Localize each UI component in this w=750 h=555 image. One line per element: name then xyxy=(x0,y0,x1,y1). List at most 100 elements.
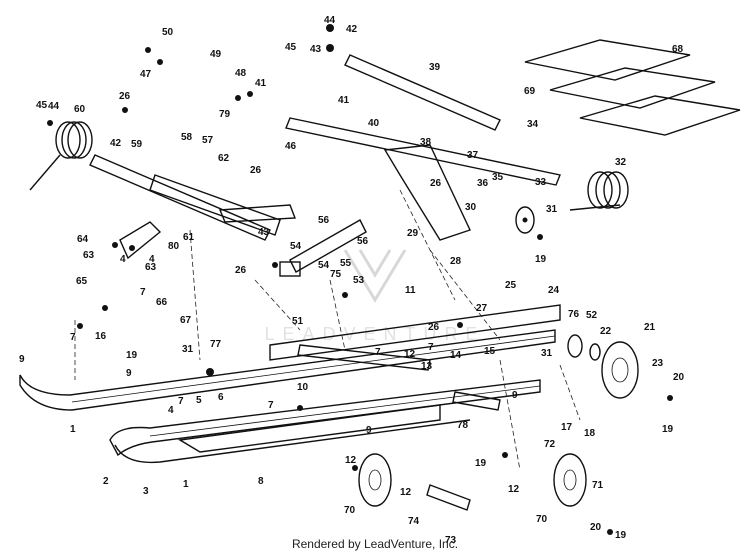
callout: 71 xyxy=(592,480,604,491)
callout: 52 xyxy=(586,310,598,321)
callout: 22 xyxy=(600,326,612,337)
shock-absorber xyxy=(279,219,367,277)
callout: 1 xyxy=(70,424,76,435)
callout: 20 xyxy=(590,522,602,533)
wheel-lower-left xyxy=(358,453,392,507)
callout: 78 xyxy=(457,420,469,431)
callout: 31 xyxy=(182,344,194,355)
callout: 7 xyxy=(70,332,76,343)
footer-credit: Rendered by LeadVenture, Inc. xyxy=(291,537,459,551)
callout: 45 xyxy=(36,100,48,111)
callout: 72 xyxy=(544,439,556,450)
callout: 74 xyxy=(408,516,420,527)
callout: 53 xyxy=(353,275,365,286)
callout: 69 xyxy=(524,86,536,97)
callout: 38 xyxy=(420,137,432,148)
callout: 67 xyxy=(180,315,192,326)
callout: 7 xyxy=(428,342,434,353)
callout: 33 xyxy=(535,177,547,188)
callout: 35 xyxy=(492,172,504,183)
callout: 66 xyxy=(156,297,168,308)
assembly-lines xyxy=(74,189,581,471)
callout: 9 xyxy=(126,368,132,379)
callout: 21 xyxy=(644,322,656,333)
callout: 47 xyxy=(140,69,152,80)
callout: 9 xyxy=(512,390,518,401)
callout: 77 xyxy=(210,339,222,350)
callout: 44 xyxy=(324,15,336,26)
callout: 40 xyxy=(368,118,380,129)
callout: 56 xyxy=(357,236,369,247)
right-torsion-spring xyxy=(569,171,629,211)
callout: 31 xyxy=(541,348,553,359)
callout: 34 xyxy=(527,119,539,130)
limiter-strap xyxy=(119,221,162,260)
callout: 12 xyxy=(508,484,520,495)
callout: 7 xyxy=(375,347,381,358)
callout: 30 xyxy=(465,202,477,213)
callout: 7 xyxy=(178,396,184,407)
callout: 61 xyxy=(183,232,195,243)
callout: 43 xyxy=(310,44,322,55)
callout: 12 xyxy=(400,487,412,498)
hyfax-slide xyxy=(114,419,471,464)
callout: 28 xyxy=(450,256,462,267)
callout: 17 xyxy=(561,422,573,433)
callout: 55 xyxy=(340,258,352,269)
callout: 63 xyxy=(145,262,157,273)
callout: 19 xyxy=(535,254,547,265)
callout: 7 xyxy=(140,287,146,298)
callout: 37 xyxy=(467,150,479,161)
callout: 49 xyxy=(210,49,222,60)
wheel-rear-upper xyxy=(515,206,535,234)
callout: 51 xyxy=(292,316,304,327)
callout: 75 xyxy=(330,269,342,280)
callout: 26 xyxy=(430,178,442,189)
callout: 9 xyxy=(19,354,25,365)
callout: 5 xyxy=(196,395,202,406)
front-axle-shaft xyxy=(89,154,271,241)
callout: 56 xyxy=(318,215,330,226)
hardware-bolts xyxy=(47,24,673,535)
callout: 20 xyxy=(673,372,685,383)
callout: 54 xyxy=(318,260,330,271)
callout: 70 xyxy=(344,505,356,516)
callout: 11 xyxy=(405,285,416,296)
callout: 13 xyxy=(421,361,433,372)
callout: 80 xyxy=(168,241,180,252)
callout: 70 xyxy=(536,514,548,525)
callout: 63 xyxy=(83,250,95,261)
callout: 46 xyxy=(285,141,297,152)
idler-shaft xyxy=(297,344,501,511)
callout: 43 xyxy=(258,227,270,238)
callout: 26 xyxy=(250,165,262,176)
watermark-logo xyxy=(343,249,407,303)
callout: 64 xyxy=(77,234,89,245)
rear-axle-shaft xyxy=(285,54,561,186)
callout: 44 xyxy=(48,101,60,112)
callout: 58 xyxy=(181,132,193,143)
callout: 7 xyxy=(268,400,274,411)
callout: 45 xyxy=(285,42,297,53)
callout: 42 xyxy=(110,138,122,149)
callout: 79 xyxy=(219,109,231,120)
left-torsion-spring xyxy=(29,121,93,191)
wheel-rear-right xyxy=(601,341,639,399)
callout: 15 xyxy=(484,346,496,357)
callout: 32 xyxy=(615,157,627,168)
callout: 31 xyxy=(546,204,558,215)
callout: 24 xyxy=(548,285,560,296)
callout: 14 xyxy=(450,350,462,361)
callout: 73 xyxy=(445,535,457,546)
callout: 42 xyxy=(346,24,358,35)
callout: 57 xyxy=(202,135,214,146)
callout: 54 xyxy=(290,241,302,252)
callout: 4 xyxy=(168,405,174,416)
callout: 41 xyxy=(338,95,350,106)
callout: 4 xyxy=(120,254,126,265)
spacer-sleeve xyxy=(567,334,601,361)
callout: 12 xyxy=(404,349,416,360)
callout: 26 xyxy=(119,91,131,102)
callout: 36 xyxy=(477,178,489,189)
